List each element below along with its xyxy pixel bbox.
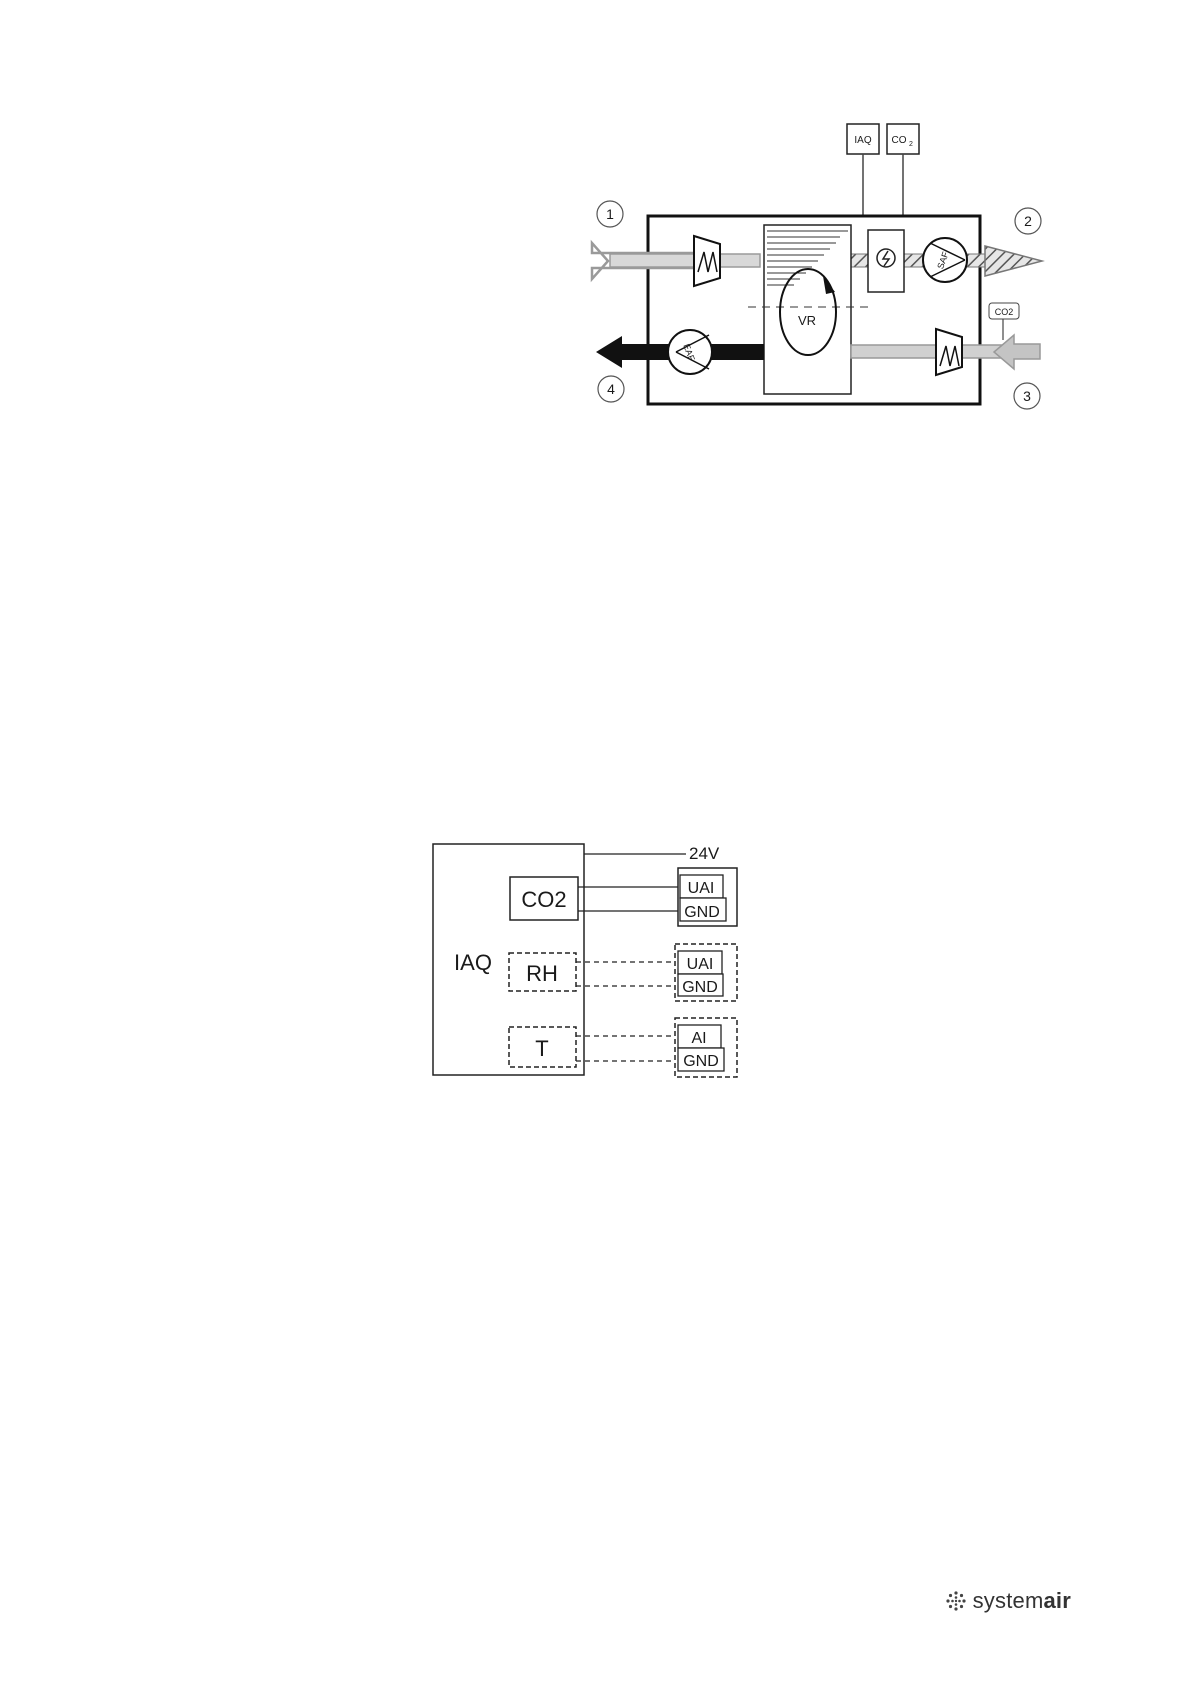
co2-sensor-module-label: CO2: [521, 887, 566, 912]
outdoor-air-duct: [610, 254, 760, 267]
rh-terminal-ground-label: GND: [682, 979, 718, 996]
systemair-wordmark: systemair: [973, 1588, 1071, 1614]
t-terminal-ground-label: GND: [683, 1053, 719, 1070]
port-marker-2: 2: [1015, 208, 1041, 234]
exhaust-air-arrow-head: [596, 336, 622, 368]
co2-terminal-ground-label: GND: [684, 904, 720, 921]
port-2-number: 2: [1024, 213, 1032, 229]
t-terminal-signal-label: AI: [691, 1030, 706, 1047]
supply-fan: SAF: [923, 238, 967, 282]
iaq-sensor-box: IAQ: [847, 124, 879, 154]
port-marker-4: 4: [598, 376, 624, 402]
systemair-dots-icon: [945, 1590, 967, 1612]
rh-sensor-module-label: RH: [526, 961, 558, 986]
rotary-heat-exchanger: [764, 225, 851, 394]
co2-sensor-label: CO: [892, 135, 907, 146]
iaq-device-label: IAQ: [454, 950, 492, 975]
extract-air-inlet-arrow: [994, 335, 1040, 369]
co2-sensor-subscript: 2: [909, 141, 913, 148]
extract-filter: [936, 329, 962, 375]
port-marker-1: 1: [597, 201, 623, 227]
port-marker-3: 3: [1014, 383, 1040, 409]
rh-terminal-signal-label: UAI: [687, 956, 714, 973]
supply-air-arrow-head: [985, 246, 1042, 276]
duct-co2-label: CO2: [995, 307, 1014, 317]
co2-terminal-signal-label: UAI: [688, 880, 715, 897]
wordmark-bold: air: [1043, 1588, 1071, 1613]
t-sensor-module-label: T: [535, 1036, 548, 1061]
supply-filter: [694, 236, 720, 286]
co2-sensor-box: CO 2: [887, 124, 919, 154]
port-1-number: 1: [606, 206, 614, 222]
rotor-label: VR: [798, 313, 816, 328]
systemair-logo: systemair: [945, 1588, 1071, 1614]
iaq-sensor-label: IAQ: [854, 135, 871, 146]
extract-fan: EAF: [668, 330, 712, 374]
air-handling-unit-diagram: IAQ CO 2: [592, 124, 1042, 409]
wordmark-light: system: [973, 1588, 1044, 1613]
supply-24v-label: 24V: [689, 844, 720, 863]
port-3-number: 3: [1023, 388, 1031, 404]
port-4-number: 4: [607, 381, 615, 397]
iaq-wiring-diagram: IAQ 24V CO2 UAI GND RH UAI GND T AI GND: [433, 844, 737, 1077]
